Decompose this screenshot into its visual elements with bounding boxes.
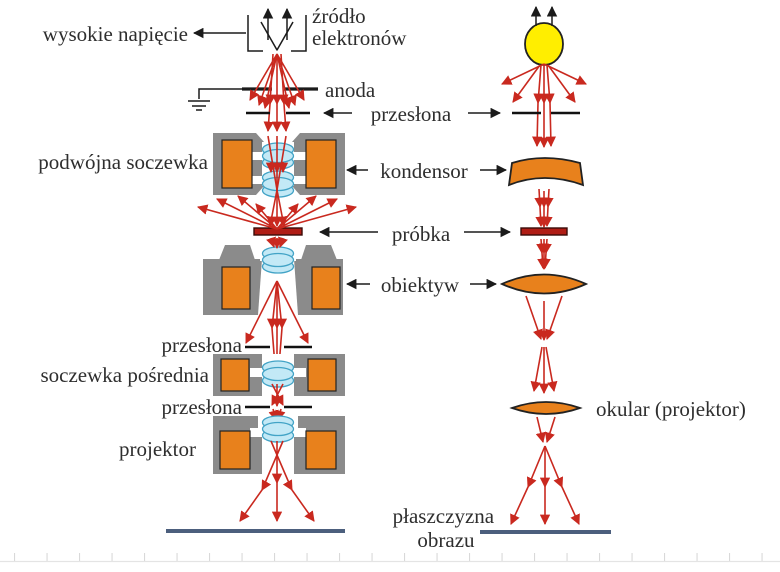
label-electron-source: źródło elektronów bbox=[312, 4, 407, 50]
projection-ray-bundle-right bbox=[510, 416, 580, 526]
light-source bbox=[524, 5, 564, 66]
label-condenser: kondensor bbox=[380, 159, 468, 183]
coil-winding bbox=[307, 358, 337, 392]
coil-winding bbox=[219, 430, 251, 470]
magnetic-lens-coil bbox=[261, 360, 295, 388]
label-objective: obiektyw bbox=[381, 273, 460, 297]
projector-assembly bbox=[213, 415, 345, 474]
label-aperture-mid: przesłona bbox=[162, 333, 243, 357]
coil-winding bbox=[311, 266, 341, 310]
label-eyepiece: okular (projektor) bbox=[596, 397, 746, 421]
condenser-glass-lens bbox=[507, 157, 585, 187]
objective-ray-bundle bbox=[245, 236, 309, 368]
eyepiece-glass-lens bbox=[509, 401, 583, 415]
sample-right bbox=[520, 227, 568, 236]
magnetic-lens-coil bbox=[261, 246, 295, 274]
coil-winding bbox=[221, 139, 253, 189]
ground-icon bbox=[188, 100, 210, 111]
light-ray-fan bbox=[501, 63, 587, 149]
condenser-ray-bundle bbox=[265, 135, 289, 228]
intermediate-lens-assembly bbox=[213, 354, 345, 396]
objective-ray-bundle-right bbox=[525, 295, 563, 395]
background-ruler bbox=[0, 553, 780, 563]
coil-winding bbox=[305, 139, 337, 189]
backscatter-ray-bundle bbox=[196, 195, 358, 230]
coil-winding bbox=[221, 266, 251, 310]
objective-glass-lens bbox=[499, 273, 589, 295]
electron-gun bbox=[247, 7, 307, 52]
gun-ray-bundle bbox=[249, 53, 305, 133]
coil-winding bbox=[220, 358, 250, 392]
condenser-ray-bundle-right bbox=[534, 188, 554, 229]
label-sample: próbka bbox=[392, 222, 451, 246]
label-high-voltage: wysokie napięcie bbox=[43, 22, 188, 46]
double-lens-assembly bbox=[213, 133, 345, 198]
label-aperture-top: przesłona bbox=[371, 102, 452, 126]
label-intermediate-lens: soczewka pośrednia bbox=[40, 363, 209, 387]
label-arrows bbox=[318, 107, 512, 290]
intermediate-ray-bundle bbox=[268, 383, 286, 422]
magnetic-lens-coil bbox=[261, 142, 295, 170]
label-anode: anoda bbox=[325, 78, 376, 102]
label-aperture-lower: przesłona bbox=[162, 395, 243, 419]
objective-assembly bbox=[203, 245, 343, 315]
label-double-lens: podwójna soczewka bbox=[38, 150, 208, 174]
magnetic-lens-coil bbox=[261, 415, 295, 443]
sample-ray-bundle-right bbox=[536, 238, 552, 271]
label-projector: projektor bbox=[119, 437, 196, 461]
projection-ray-bundle-left bbox=[239, 440, 315, 523]
coil-winding bbox=[305, 430, 337, 470]
label-image-plane: płaszczyzna obrazu bbox=[393, 504, 500, 552]
